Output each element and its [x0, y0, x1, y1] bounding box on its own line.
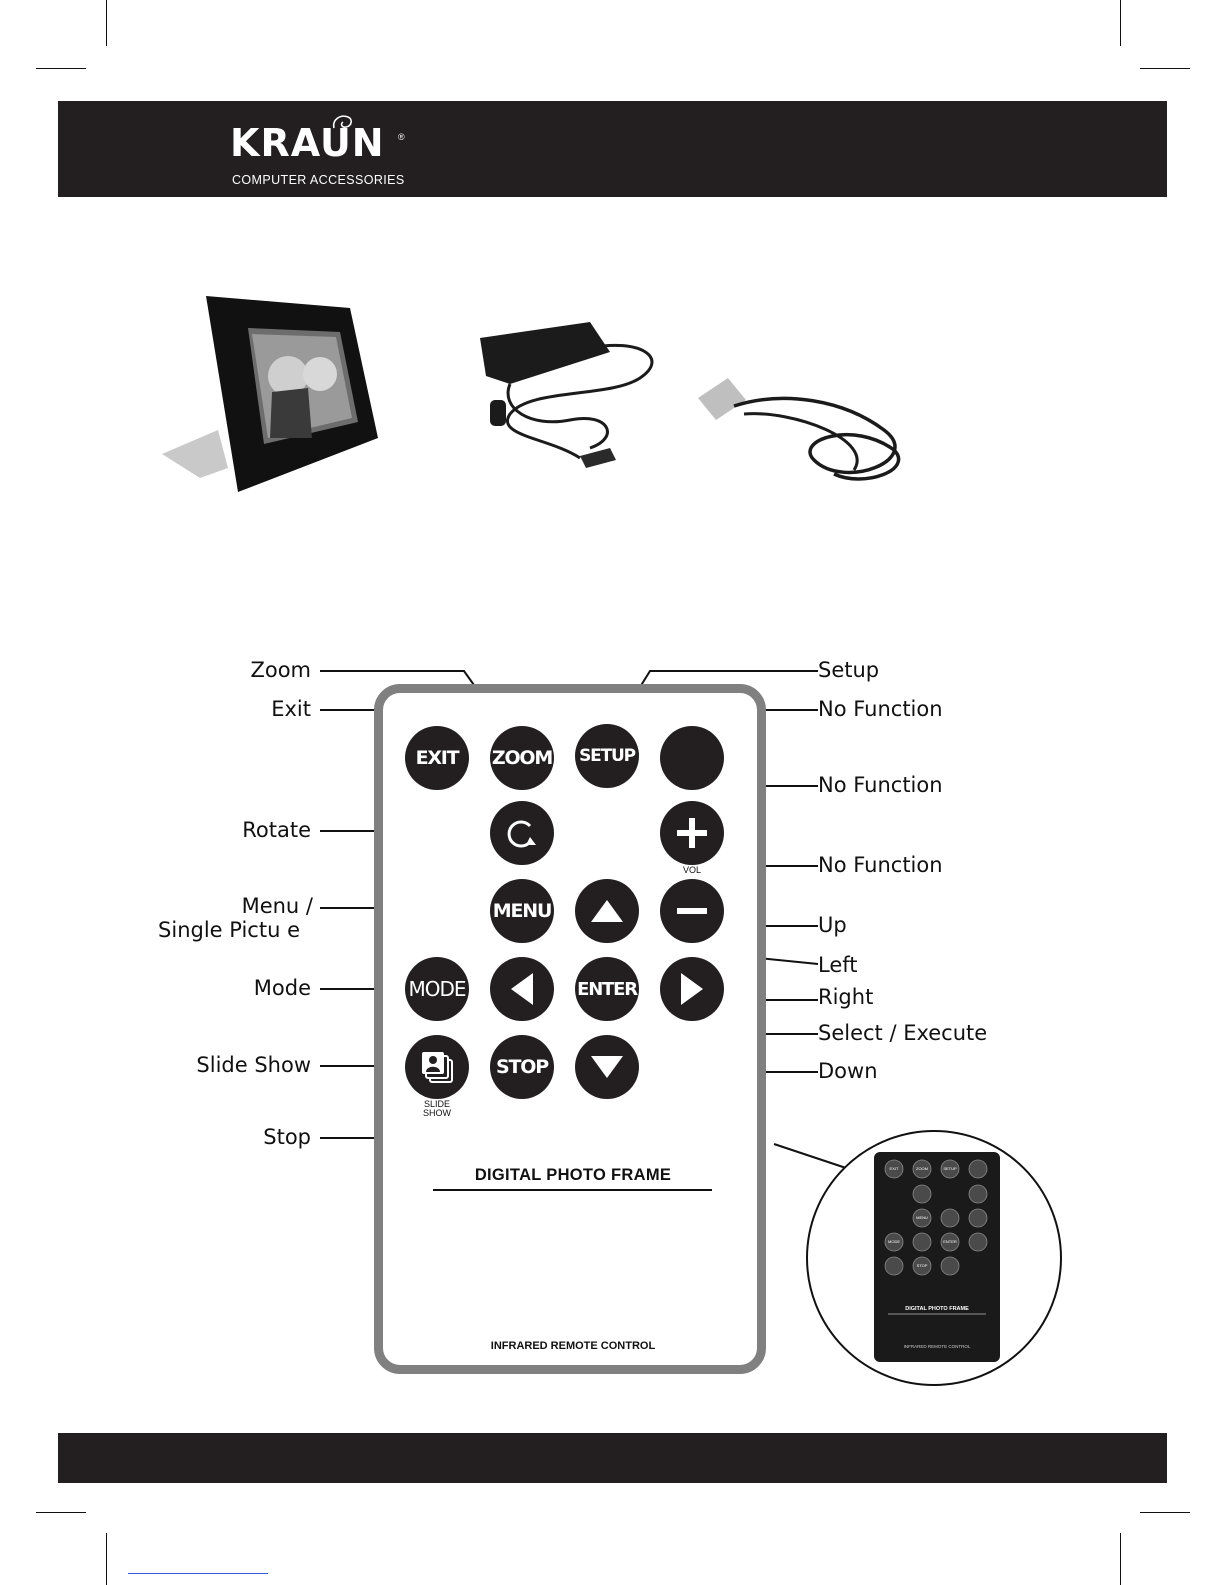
logo-swirl-icon — [330, 112, 356, 139]
crop-mark — [36, 68, 86, 69]
crop-mark — [1120, 1533, 1121, 1585]
photo-frame-image — [160, 292, 380, 502]
callout-stop: Stop — [263, 1125, 311, 1149]
volume-up-button[interactable] — [660, 801, 724, 865]
registered-mark: ® — [398, 132, 405, 142]
callout-no-function-1: No Function — [818, 697, 943, 721]
slideshow-button[interactable] — [405, 1035, 469, 1099]
header-band — [58, 101, 1167, 197]
callout-rotate: Rotate — [242, 818, 311, 842]
remote-subtitle: INFRARED REMOTE CONTROL — [490, 1340, 656, 1352]
crop-mark — [106, 1533, 107, 1585]
thumb-zoom: ZOOM — [916, 1166, 928, 1171]
callout-down: Down — [818, 1059, 878, 1083]
mute-button[interactable] — [660, 726, 724, 790]
callout-menu: Menu / — [241, 894, 313, 918]
mode-button[interactable]: MODE — [405, 957, 469, 1021]
up-arrow-icon — [591, 900, 623, 922]
volume-down-button[interactable] — [660, 879, 724, 943]
thumb-setup: SETUP — [943, 1166, 957, 1171]
plus-icon — [677, 818, 707, 848]
right-button[interactable] — [660, 957, 724, 1021]
crop-mark — [1120, 0, 1121, 46]
callout-up: Up — [818, 913, 847, 937]
up-button[interactable] — [575, 879, 639, 943]
exit-button[interactable]: EXIT — [405, 726, 469, 790]
enter-button[interactable]: ENTER — [575, 957, 639, 1021]
callout-mode: Mode — [253, 976, 311, 1000]
thumb-exit: EXIT — [889, 1166, 899, 1171]
slideshow-label: SLIDE SHOW — [423, 1099, 451, 1119]
callout-right: Right — [818, 985, 874, 1009]
down-arrow-icon — [591, 1056, 623, 1078]
menu-button[interactable]: MENU — [490, 879, 554, 943]
power-adapter-image — [470, 318, 670, 483]
crop-mark — [106, 0, 107, 46]
zoom-button[interactable]: ZOOM — [490, 726, 554, 790]
stop-button[interactable]: STOP — [490, 1035, 554, 1099]
callout-single-picture: Single Pictu e — [158, 918, 300, 942]
remote-photo-buttons — [884, 1159, 988, 1315]
setup-button[interactable]: SETUP — [575, 724, 639, 788]
down-button[interactable] — [575, 1035, 639, 1099]
thumb-subtitle: INFRARED REMOTE CONTROL — [903, 1344, 971, 1349]
link-underline — [128, 1573, 268, 1574]
footer-band — [58, 1433, 1167, 1483]
remote-control — [374, 684, 766, 1374]
crop-mark — [1140, 1512, 1190, 1513]
slideshow-icon — [422, 1052, 453, 1083]
callout-select-execute: Select / Execute — [818, 1021, 988, 1045]
left-button[interactable] — [490, 957, 554, 1021]
thumb-stop: STOP — [916, 1263, 928, 1268]
minus-icon — [677, 908, 707, 914]
callout-zoom: Zoom — [250, 658, 311, 682]
remote-photo: EXIT ZOOM SETUP MENU MODE ENTER STOP DIG… — [874, 1152, 1000, 1362]
callout-no-function-3: No Function — [818, 853, 943, 877]
remote-title-underline — [433, 1189, 712, 1191]
callout-exit: Exit — [271, 697, 311, 721]
remote-title: DIGITAL PHOTO FRAME — [474, 1166, 672, 1184]
thumb-mode: MODE — [888, 1239, 900, 1244]
callout-no-function-2: No Function — [818, 773, 943, 797]
callout-left: Left — [818, 953, 858, 977]
rotate-button[interactable] — [490, 801, 554, 865]
thumb-title: DIGITAL PHOTO FRAME — [905, 1306, 969, 1312]
callout-slide-show: Slide Show — [196, 1053, 311, 1077]
thumb-enter: ENTER — [943, 1239, 957, 1244]
brand-tagline: COMPUTER ACCESSORIES — [232, 173, 405, 187]
crop-mark — [36, 1512, 86, 1513]
usb-cable-image — [694, 370, 924, 500]
vol-label: VOL — [682, 865, 701, 875]
remote-photo-circle: EXIT ZOOM SETUP MENU MODE ENTER STOP DIG… — [806, 1130, 1062, 1386]
crop-mark — [1140, 68, 1190, 69]
callout-setup: Setup — [818, 658, 880, 682]
rotate-icon — [507, 820, 536, 848]
brand-logo: KRAUN — [230, 121, 385, 165]
left-arrow-icon — [511, 973, 533, 1005]
right-arrow-icon — [681, 973, 703, 1005]
thumb-menu: MENU — [916, 1215, 928, 1220]
